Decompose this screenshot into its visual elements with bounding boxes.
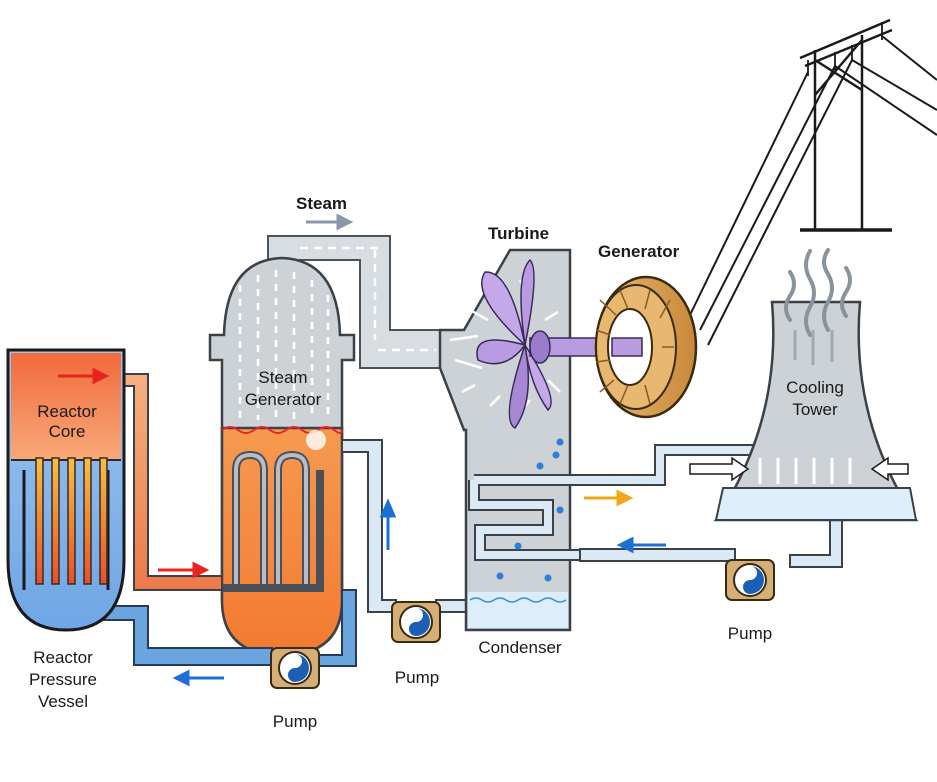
reactor-vessel-label-2: Pressure	[28, 670, 98, 689]
reactor-core-label-2: Core	[48, 422, 86, 441]
generator	[594, 275, 698, 419]
blue-flow-arrow	[616, 536, 666, 554]
turbine-label: Turbine	[488, 224, 550, 243]
white-air-arrow	[689, 456, 909, 482]
steam-generator-label-2: Generator	[244, 390, 322, 409]
blue-flow-arrow	[172, 669, 224, 687]
yellow-flow-arrow	[584, 489, 634, 507]
condenser-label: Condenser	[478, 638, 562, 657]
cooling-tower-label-2: Tower	[792, 400, 838, 419]
red-flow-arrow	[58, 367, 110, 385]
reactor-core-rods	[35, 457, 108, 585]
primary-hot-leg	[119, 373, 223, 591]
pump-label: Pump	[272, 712, 318, 731]
reactor-vessel-label-3: Vessel	[37, 692, 89, 711]
gray-flow-arrow	[306, 213, 354, 231]
steam-generator-label-1: Steam	[258, 368, 308, 387]
reactor-core-label-1: Reactor	[37, 402, 97, 421]
turbine-rotor	[476, 258, 643, 429]
steam-label: Steam	[296, 194, 348, 213]
steam-generator	[208, 256, 356, 657]
generator-label: Generator	[598, 242, 680, 261]
pump-label: Pump	[394, 668, 440, 687]
red-flow-arrow	[158, 561, 210, 579]
reactor-vessel-label-1: Reactor	[33, 648, 93, 667]
cooling-tower-label-1: Cooling	[786, 378, 844, 397]
water-drop-icon	[496, 438, 564, 582]
reactor-pressure-vessel	[6, 348, 126, 632]
feedwater-pipe	[341, 439, 471, 613]
power-line-tower-icon	[689, 18, 937, 346]
pump-icon	[391, 601, 441, 643]
cooling-tower	[713, 248, 919, 522]
pump-label: Pump	[727, 624, 773, 643]
blue-flow-arrow	[379, 498, 397, 550]
pump-icon	[270, 647, 320, 689]
pump-icon	[725, 559, 775, 601]
steam-flow-dashes	[300, 246, 436, 352]
